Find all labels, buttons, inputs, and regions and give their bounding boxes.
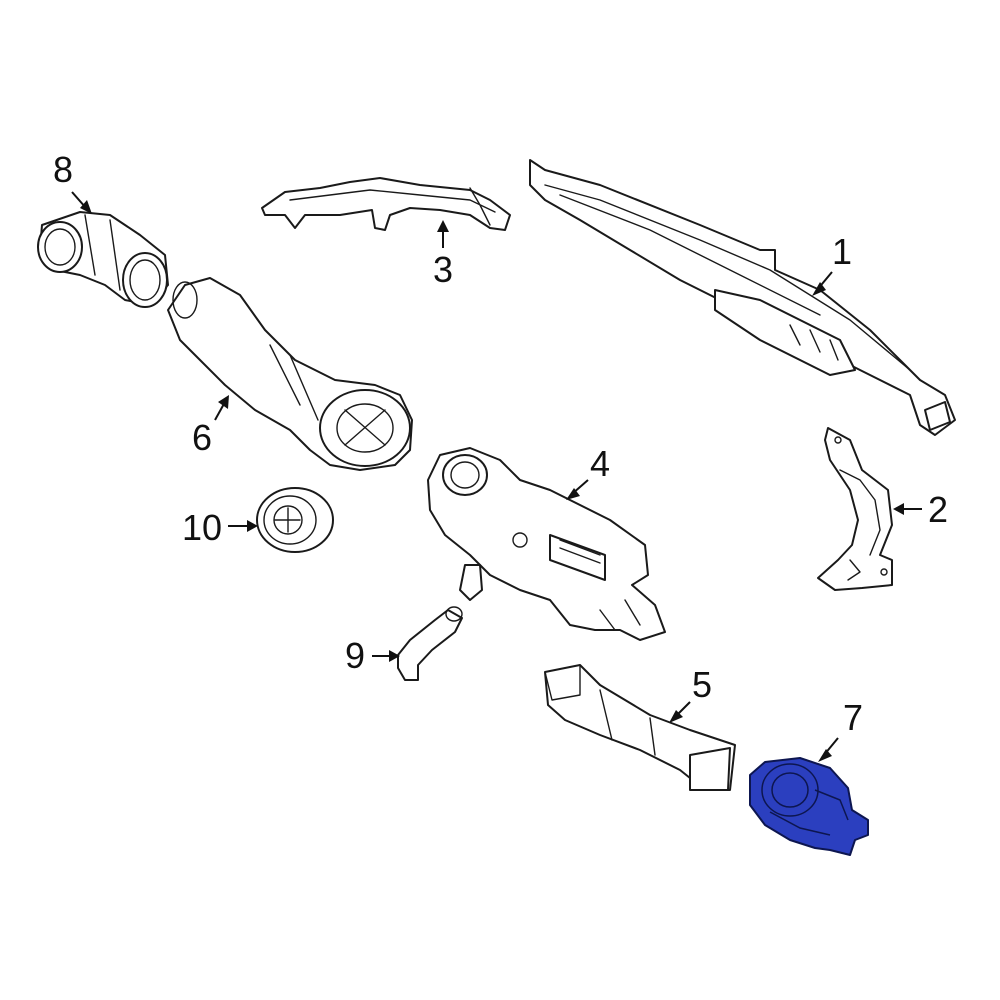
callout-2: 2 bbox=[893, 489, 948, 530]
callout-label-8: 8 bbox=[53, 149, 73, 190]
callout-5: 5 bbox=[669, 664, 712, 723]
callout-label-4: 4 bbox=[590, 443, 610, 484]
callout-label-9: 9 bbox=[345, 635, 365, 676]
part-2-bracket[interactable] bbox=[817, 427, 893, 591]
callout-label-1: 1 bbox=[832, 231, 852, 272]
callout-6: 6 bbox=[192, 395, 229, 458]
callout-10: 10 bbox=[182, 507, 258, 548]
callout-label-7: 7 bbox=[843, 697, 863, 738]
callout-label-6: 6 bbox=[192, 417, 212, 458]
part-6-curved-duct[interactable] bbox=[167, 277, 413, 471]
part-3-upper-bracket[interactable] bbox=[261, 177, 511, 231]
callout-label-2: 2 bbox=[928, 489, 948, 530]
callout-label-5: 5 bbox=[692, 664, 712, 705]
callout-9: 9 bbox=[345, 635, 400, 676]
part-5-rect-duct[interactable] bbox=[544, 664, 736, 791]
part-1-main-duct[interactable] bbox=[529, 159, 956, 436]
part-4-center-housing[interactable] bbox=[427, 447, 666, 641]
callout-1: 1 bbox=[812, 231, 852, 296]
callout-7: 7 bbox=[818, 697, 863, 762]
part-9-small-hose[interactable] bbox=[397, 606, 463, 681]
part-7-highlighted-housing[interactable] bbox=[749, 757, 869, 856]
part-8-elbow-coupler[interactable] bbox=[37, 211, 169, 308]
callout-4: 4 bbox=[566, 443, 610, 500]
part-10-round-vent[interactable] bbox=[256, 487, 334, 553]
callout-3: 3 bbox=[433, 220, 453, 290]
callout-8: 8 bbox=[53, 149, 92, 214]
callout-label-3: 3 bbox=[433, 249, 453, 290]
callout-label-10: 10 bbox=[182, 507, 222, 548]
